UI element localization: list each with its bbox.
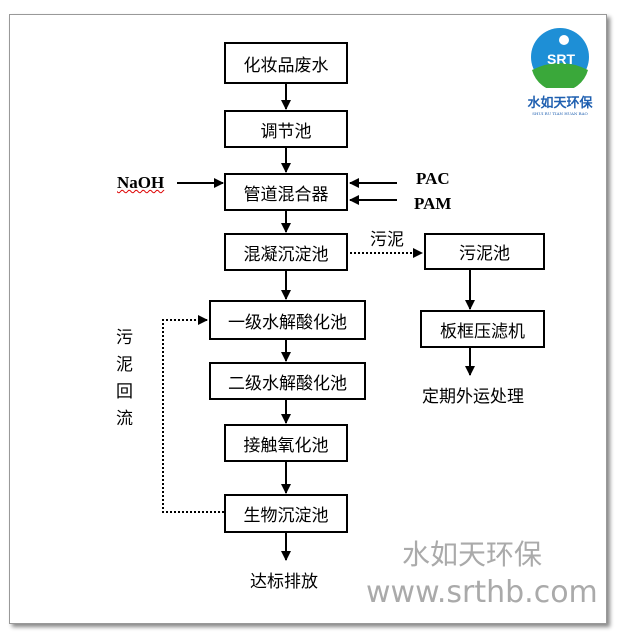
watermark-name: 水如天环保	[402, 538, 543, 571]
logo-name: 水如天环保	[527, 96, 593, 111]
transport-label: 定期外运处理	[422, 387, 524, 407]
box-bio-sed-tank: 生物沉淀池	[224, 494, 348, 533]
box-hydrolysis-1: 一级水解酸化池	[209, 300, 366, 340]
box-sludge-tank: 污泥池	[424, 233, 545, 270]
sludge-return-char: 泥	[116, 355, 133, 375]
discharge-label: 达标排放	[250, 572, 318, 592]
box-contact-oxidation: 接触氧化池	[224, 424, 348, 462]
logo: SRT 水如天环保 SHUI RU TIAN HUAN BAO	[520, 26, 600, 116]
box-filter-press: 板框压滤机	[420, 310, 545, 348]
box-hydrolysis-2: 二级水解酸化池	[209, 362, 366, 400]
logo-abbr: SRT	[547, 51, 575, 67]
logo-icon: SRT	[531, 28, 589, 92]
box-pipeline-mixer: 管道混合器	[224, 173, 348, 211]
watermark-url: www.srthb.com	[366, 575, 598, 610]
pac-label: PAC	[416, 169, 450, 188]
box-coag-sed-tank: 混凝沉淀池	[224, 233, 348, 271]
sludge-return-dotted-line	[162, 315, 224, 513]
sludge-return-char: 回	[116, 382, 133, 402]
sludge-return-char: 流	[116, 409, 133, 429]
pam-label: PAM	[414, 194, 452, 213]
naoh-label: NaOH	[117, 173, 165, 192]
box-cosmetic-wastewater: 化妆品废水	[224, 42, 348, 84]
box-equalization-tank: 调节池	[224, 110, 348, 148]
sludge-label: 污泥	[370, 230, 404, 250]
sludge-return-char: 污	[116, 328, 133, 348]
sludge-return-label: 污 泥 回 流	[116, 325, 136, 433]
logo-pinyin: SHUI RU TIAN HUAN BAO	[532, 111, 588, 116]
